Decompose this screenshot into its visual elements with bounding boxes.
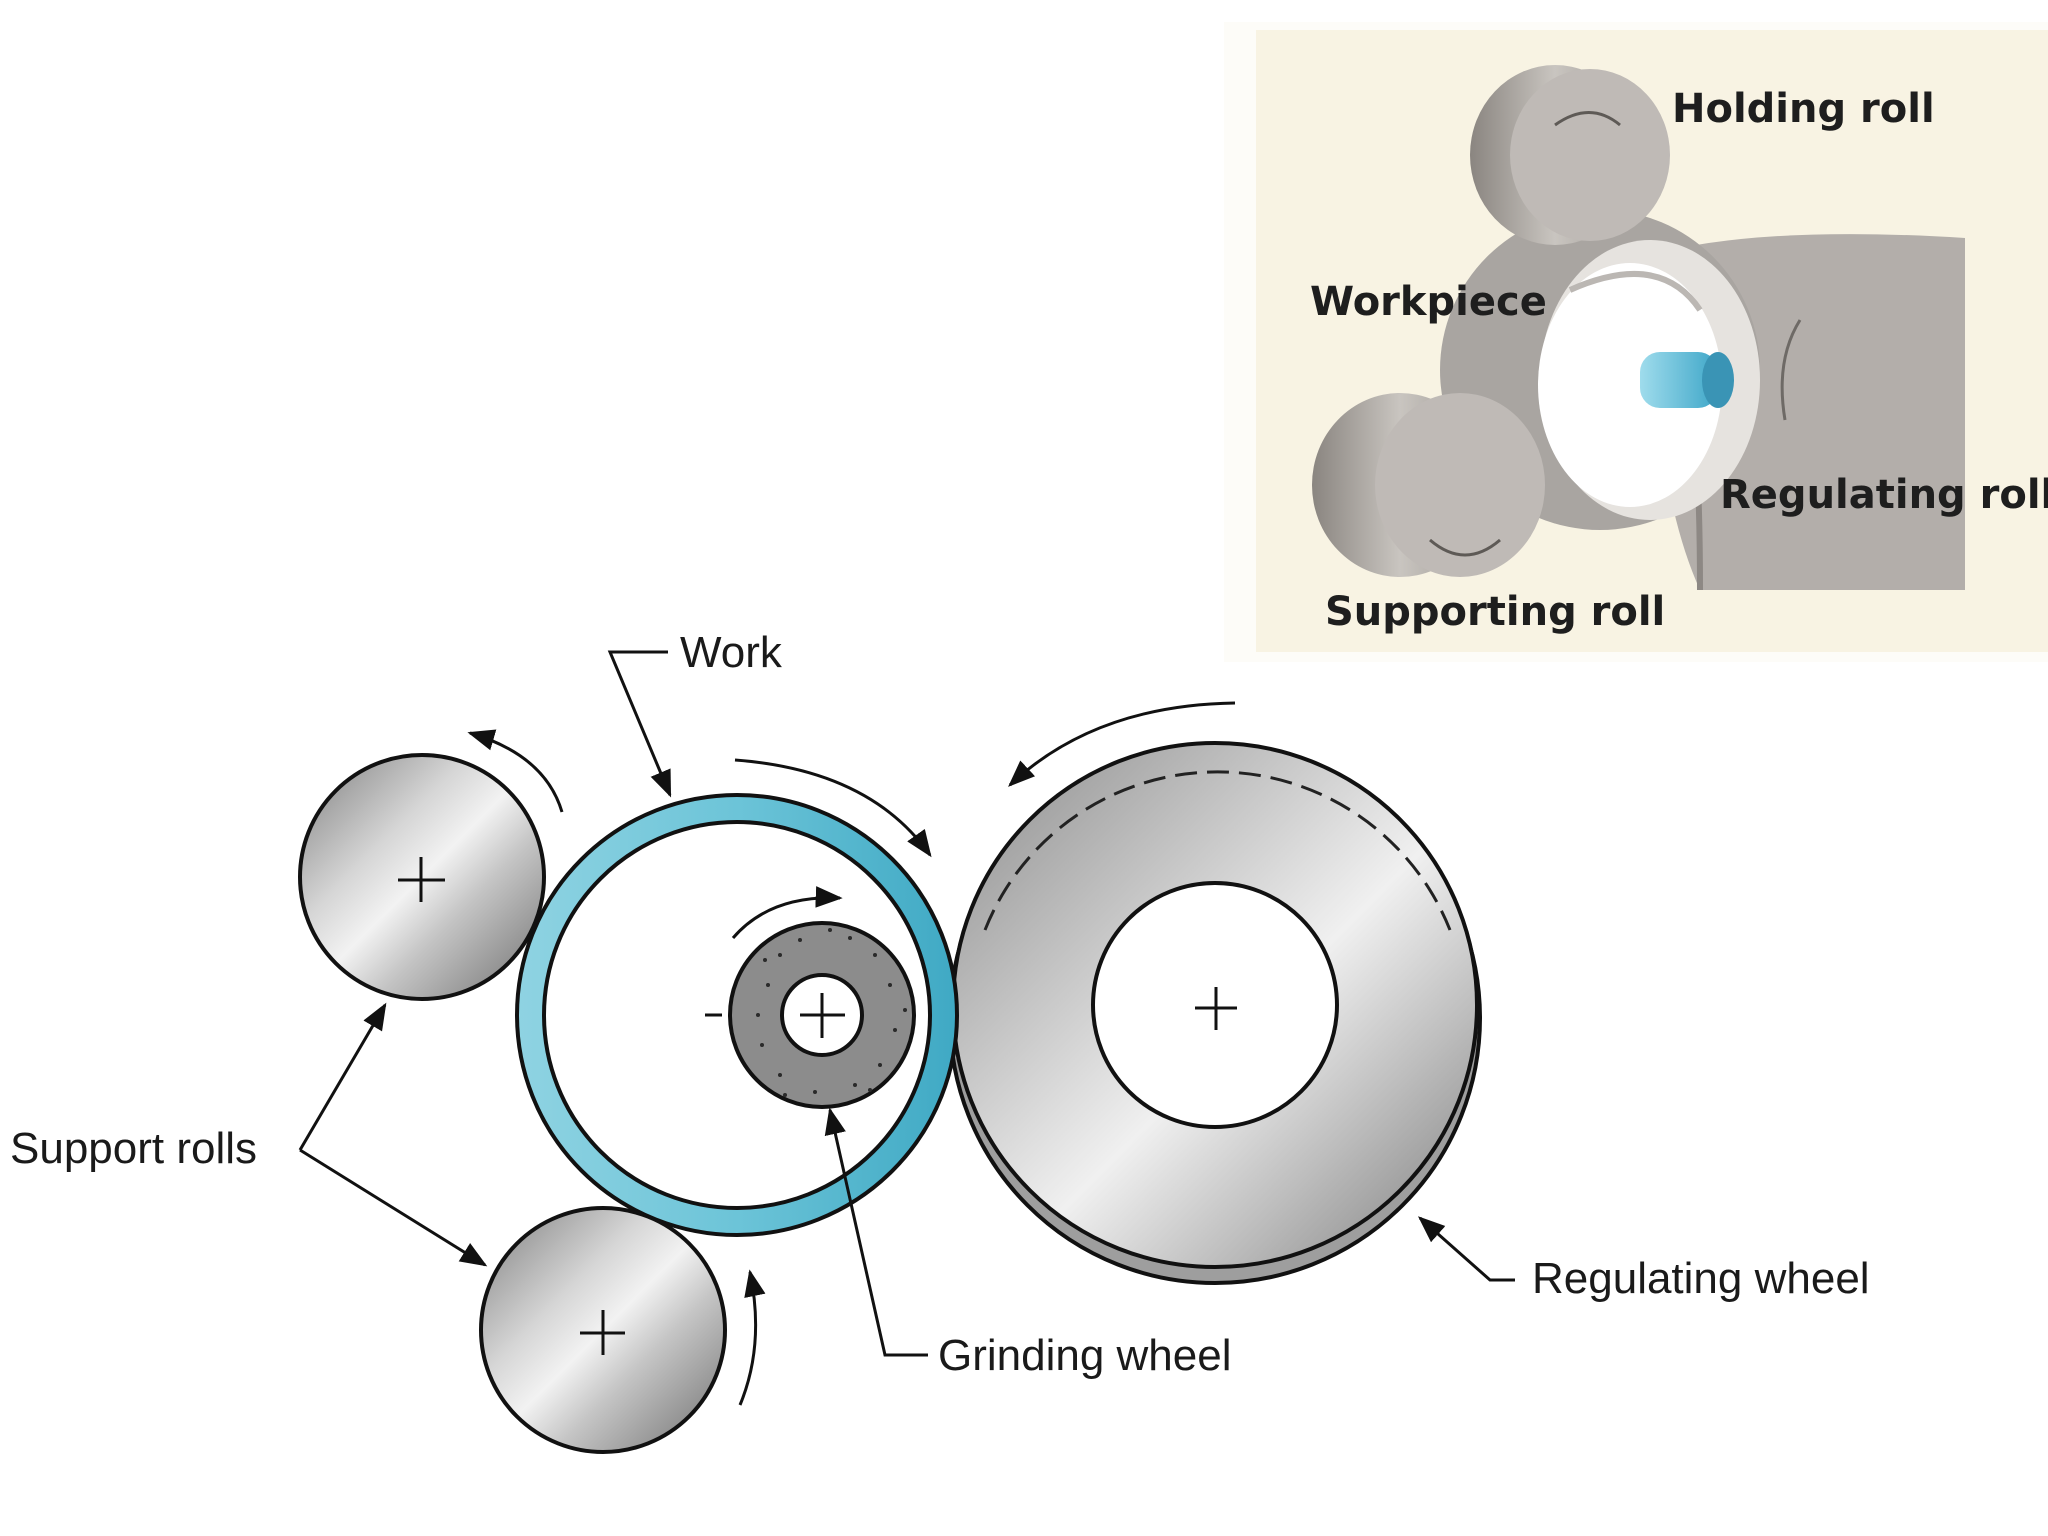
label-regulating-wheel: Regulating wheel — [1532, 1254, 1870, 1303]
support-rolls-leader-upper — [298, 1002, 387, 1151]
support-roll-lower-center-mark — [580, 1310, 625, 1355]
inset-label-regulating-roll: Regulating roll — [1720, 472, 2048, 518]
support-roll-upper — [298, 753, 546, 1001]
grinding-wheel-center-mark — [800, 993, 845, 1038]
inset-label-workpiece: Workpiece — [1310, 279, 1547, 325]
work-rotation-arrow — [734, 758, 932, 858]
inset-regulating-rotation-icon — [1780, 319, 1802, 421]
inset-label-holding-roll: Holding roll — [1672, 86, 1935, 132]
grinding-wheel-leader-line — [824, 1107, 928, 1357]
inset-supporting-rotation-icon — [1429, 538, 1501, 557]
inset-label-supporting-roll: Supporting roll — [1325, 589, 1665, 635]
label-work: Work — [680, 628, 783, 677]
regulating-wheel — [948, 741, 1482, 1285]
grinding-wheel-rotation-arrow — [731, 886, 843, 939]
work-leader-line — [607, 650, 672, 798]
grinding-wheel — [728, 921, 916, 1109]
support-roll-upper-rotation-arrow — [467, 729, 564, 813]
support-roll-lower — [479, 1206, 727, 1454]
inset-grinding-wheel — [1640, 352, 1734, 408]
regulating-wheel-leader-line — [1417, 1216, 1515, 1282]
regulating-wheel-rotation-arrow — [1008, 701, 1236, 787]
inset-supporting-roll — [1312, 393, 1545, 577]
support-rolls-leader-lower — [299, 1148, 488, 1267]
support-roll-upper-center-mark — [398, 857, 445, 902]
label-support-rolls: Support rolls — [10, 1124, 257, 1173]
inset-panel: Holding roll Workpiece Regulating roll S… — [1224, 22, 2048, 662]
regulating-wheel-center-mark — [1195, 987, 1237, 1030]
inset-holding-roll — [1470, 65, 1670, 245]
label-grinding-wheel: Grinding wheel — [938, 1331, 1232, 1380]
support-roll-lower-rotation-arrow — [738, 1269, 766, 1406]
inset-holding-rotation-icon — [1554, 111, 1621, 127]
